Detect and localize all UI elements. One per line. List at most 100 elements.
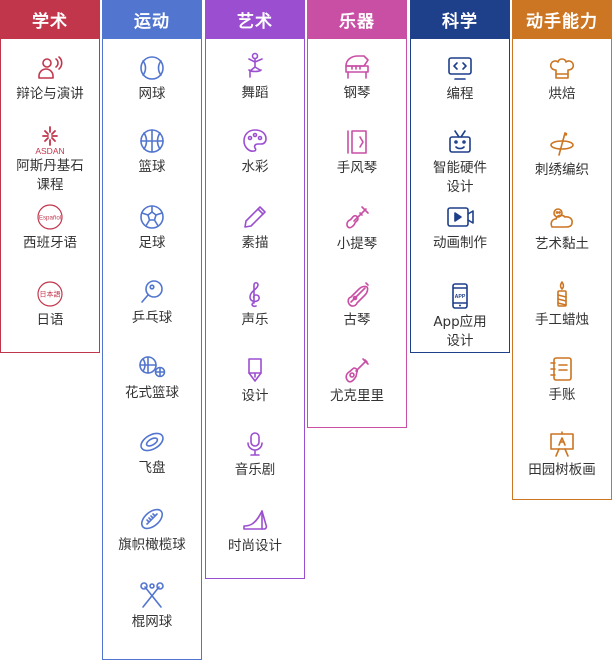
course-label: 钢琴 xyxy=(343,85,371,101)
high-heel-icon xyxy=(240,505,270,535)
course-item[interactable]: 篮球 xyxy=(103,126,201,177)
course-label: 刺绣编织 xyxy=(535,162,589,178)
treble-clef-icon xyxy=(240,279,270,309)
code-screen-icon xyxy=(445,53,475,83)
course-item[interactable]: 日本語日语 xyxy=(1,279,99,330)
course-item[interactable]: 智能硬件设计 xyxy=(411,127,509,197)
japanese-stamp-icon: 日本語 xyxy=(35,279,65,309)
course-item[interactable]: 烘焙 xyxy=(513,53,611,104)
course-label: 旗帜橄榄球 xyxy=(118,537,186,553)
course-label: 动画制作 xyxy=(433,235,487,251)
course-item[interactable]: 手工蜡烛 xyxy=(513,279,611,330)
easel-painting-icon xyxy=(547,429,577,459)
course-label: 舞蹈 xyxy=(241,85,269,101)
category-column: 乐器钢琴手风琴小提琴古琴尤克里里 xyxy=(307,0,407,428)
chef-hat-icon xyxy=(547,53,577,83)
guqin-icon xyxy=(342,279,372,309)
svg-text:ASDAN: ASDAN xyxy=(35,146,64,155)
course-label: 艺术黏土 xyxy=(535,236,589,252)
course-label: 小提琴 xyxy=(336,236,378,252)
speaker-person-icon xyxy=(35,53,65,83)
lacrosse-icon xyxy=(137,581,167,611)
category-header[interactable]: 动手能力 xyxy=(512,0,612,39)
course-item[interactable]: 声乐 xyxy=(206,279,304,330)
football-icon xyxy=(137,504,167,534)
needle-thread-icon xyxy=(547,129,577,159)
tennis-ball-icon xyxy=(137,53,167,83)
course-item[interactable]: 棍网球 xyxy=(103,581,201,632)
category-course-list: 钢琴手风琴小提琴古琴尤克里里 xyxy=(307,39,407,428)
category-column: 学术辩论与演讲 ASDAN 阿斯丹基石课程 Español 西班牙语日本語日语 xyxy=(0,0,100,353)
course-label: 飞盘 xyxy=(138,460,166,476)
course-item[interactable]: 田园树板画 xyxy=(513,429,611,480)
category-column: 运动网球篮球足球乒乓球花式篮球飞盘旗帜橄榄球棍网球 xyxy=(102,0,202,660)
course-label: 古琴 xyxy=(343,312,371,328)
course-item[interactable]: 编程 xyxy=(411,53,509,104)
course-item[interactable]: 辩论与演讲 xyxy=(1,53,99,104)
category-header[interactable]: 艺术 xyxy=(205,0,305,39)
course-item[interactable]: Español 西班牙语 xyxy=(1,202,99,253)
course-label: 素描 xyxy=(241,235,269,251)
course-item[interactable]: 小提琴 xyxy=(308,203,406,254)
course-label: 手风琴 xyxy=(336,160,378,176)
course-item[interactable]: 钢琴 xyxy=(308,52,406,103)
svg-text:Español: Español xyxy=(39,215,61,222)
course-label: 篮球 xyxy=(138,159,166,175)
svg-text:日本語: 日本語 xyxy=(40,290,61,299)
course-label: 设计 xyxy=(241,388,269,404)
category-header[interactable]: 科学 xyxy=(410,0,510,39)
ukulele-icon xyxy=(342,355,372,385)
course-item[interactable]: 艺术黏土 xyxy=(513,203,611,254)
course-item[interactable]: 手账 xyxy=(513,354,611,405)
course-item[interactable]: 手风琴 xyxy=(308,127,406,178)
category-header[interactable]: 乐器 xyxy=(307,0,407,39)
course-label: 田园树板画 xyxy=(528,462,596,478)
course-item[interactable]: 古琴 xyxy=(308,279,406,330)
course-item[interactable]: 素描 xyxy=(206,202,304,253)
phone-app-icon: APP xyxy=(445,281,475,311)
course-item[interactable]: 足球 xyxy=(103,202,201,253)
course-label: 辩论与演讲 xyxy=(16,86,84,102)
course-label: 智能硬件设计 xyxy=(433,160,487,195)
course-item[interactable]: 时尚设计 xyxy=(206,505,304,556)
course-item[interactable]: 飞盘 xyxy=(103,427,201,478)
course-item[interactable]: ASDAN 阿斯丹基石课程 xyxy=(1,125,99,195)
course-item[interactable]: 动画制作 xyxy=(411,202,509,253)
category-header[interactable]: 学术 xyxy=(0,0,100,39)
course-item[interactable]: 旗帜橄榄球 xyxy=(103,504,201,555)
svg-text:APP: APP xyxy=(455,294,466,300)
course-item[interactable]: 水彩 xyxy=(206,126,304,177)
robot-tv-icon xyxy=(445,127,475,157)
category-course-list: 辩论与演讲 ASDAN 阿斯丹基石课程 Español 西班牙语日本語日语 xyxy=(0,39,100,353)
course-item[interactable]: 舞蹈 xyxy=(206,52,304,103)
video-camera-icon xyxy=(445,202,475,232)
design-tool-icon xyxy=(240,355,270,385)
piano-icon xyxy=(342,52,372,82)
course-label: 阿斯丹基石课程 xyxy=(16,158,84,193)
course-label: 烘焙 xyxy=(548,86,576,102)
course-label: 手工蜡烛 xyxy=(535,312,589,328)
category-course-list: 舞蹈水彩素描声乐设计音乐剧时尚设计 xyxy=(205,39,305,579)
course-item[interactable]: 花式篮球 xyxy=(103,352,201,403)
frisbee-icon xyxy=(137,427,167,457)
course-item[interactable]: 设计 xyxy=(206,355,304,406)
course-label: 乒乓球 xyxy=(131,310,173,326)
course-label: 声乐 xyxy=(241,312,269,328)
course-item[interactable]: 网球 xyxy=(103,53,201,104)
category-column: 艺术舞蹈水彩素描声乐设计音乐剧时尚设计 xyxy=(205,0,305,579)
course-label: 西班牙语 xyxy=(23,235,77,251)
spanish-stamp-icon: Español xyxy=(35,202,65,232)
course-item[interactable]: 刺绣编织 xyxy=(513,129,611,180)
soccer-ball-icon xyxy=(137,202,167,232)
category-header[interactable]: 运动 xyxy=(102,0,202,39)
course-item[interactable]: 音乐剧 xyxy=(206,429,304,480)
course-item[interactable]: 乒乓球 xyxy=(103,277,201,328)
course-label: 足球 xyxy=(138,235,166,251)
course-label: 尤克里里 xyxy=(330,388,384,404)
category-column: 动手能力烘焙刺绣编织艺术黏土手工蜡烛手账田园树板画 xyxy=(512,0,612,500)
course-label: 时尚设计 xyxy=(228,538,282,554)
course-item[interactable]: 尤克里里 xyxy=(308,355,406,406)
